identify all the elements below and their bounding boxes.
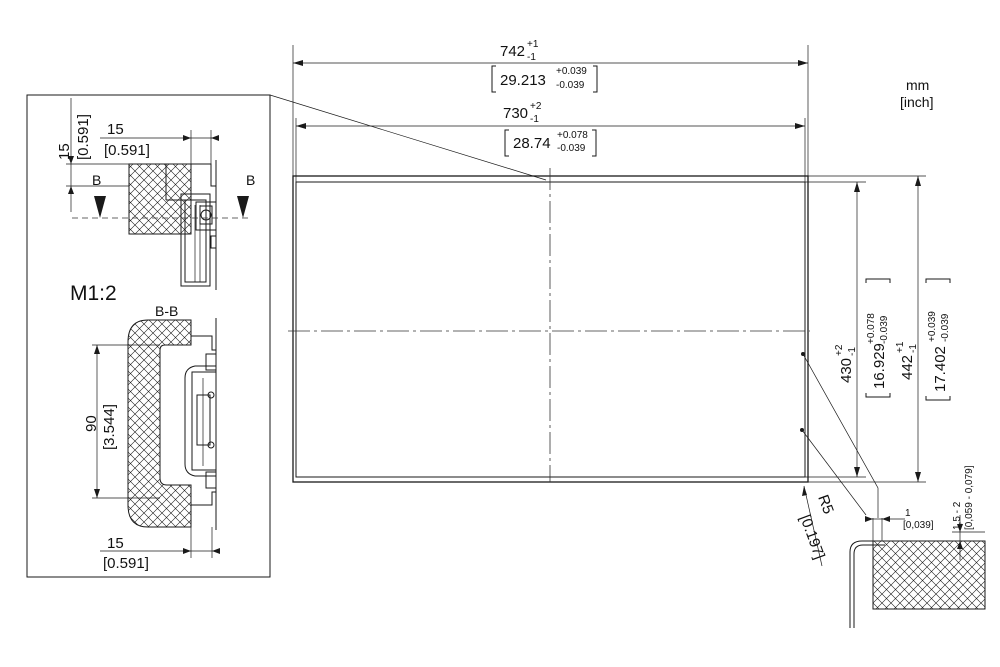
section-width-value: 15 <box>107 535 124 552</box>
svg-text:+0.078: +0.078 <box>557 130 588 141</box>
svg-text:-0.039: -0.039 <box>879 315 890 344</box>
svg-text:+0.039: +0.039 <box>927 311 938 342</box>
gap-value: 1,5 - 2 <box>952 501 963 530</box>
inner-width-inch: 28.74 <box>513 135 551 152</box>
section-width-inch: [0.591] <box>103 555 149 572</box>
dimension-inner-width: 730 +2 -1 28.74 +0.078 -0.039 <box>295 101 806 182</box>
section-label: B-B <box>155 303 178 319</box>
section-marker-left: B <box>92 172 101 188</box>
section-marker-right: B <box>246 172 255 188</box>
detail-panel: M1:2 B B <box>26 94 547 578</box>
svg-text:+0.039: +0.039 <box>556 66 587 77</box>
detail-callout-leader <box>269 94 547 181</box>
svg-text:+1: +1 <box>527 39 539 50</box>
units-secondary: [inch] <box>900 94 933 110</box>
inner-height-inch: 16.929 <box>871 343 888 389</box>
svg-text:-0.039: -0.039 <box>940 313 951 342</box>
section-height-inch: [3.544] <box>101 404 118 450</box>
corner-height-value: 15 <box>56 143 73 160</box>
detail-offset-value: 1 <box>905 508 911 519</box>
dimension-outer-width: 742 +1 -1 29.213 +0.039 -0.039 <box>292 39 809 176</box>
inner-panel <box>295 181 806 478</box>
section-height-value: 90 <box>83 415 100 432</box>
radius-inch: [0.197] <box>796 513 828 562</box>
edge-detail: 1 [0,039] 1,5 - 2 [0,059 - 0,079] <box>849 465 986 628</box>
front-view <box>288 168 810 483</box>
outer-height-value: 442 <box>899 355 916 380</box>
corner-width-inch: [0.591] <box>104 142 150 159</box>
svg-text:-1: -1 <box>527 52 536 63</box>
svg-text:-1: -1 <box>847 347 858 356</box>
detail-panel-frame <box>26 94 271 578</box>
scale-label: M1:2 <box>70 282 117 305</box>
leader-line-lower <box>801 429 867 516</box>
corner-detail: B B 15 [0.591] 15 [0.591] <box>56 98 255 290</box>
svg-text:-0.039: -0.039 <box>557 143 586 154</box>
svg-text:+1: +1 <box>895 341 906 353</box>
outer-width-inch: 29.213 <box>500 72 546 89</box>
radius-value: R5 <box>814 493 837 517</box>
outer-height-inch: 17.402 <box>932 346 949 392</box>
corner-height-inch: [0.591] <box>75 114 92 160</box>
svg-text:+2: +2 <box>834 344 845 356</box>
outer-width-value: 742 <box>500 43 525 60</box>
outer-frame <box>292 175 809 483</box>
inner-width-value: 730 <box>503 105 528 122</box>
svg-text:+2: +2 <box>530 101 542 112</box>
svg-text:-1: -1 <box>530 114 539 125</box>
dimension-inner-height: 430 +2 -1 16.929 +0.078 -0.039 <box>805 181 891 478</box>
detail-offset-inch: [0,039] <box>903 520 934 531</box>
svg-text:+0.078: +0.078 <box>866 313 877 344</box>
gap-inch: [0,059 - 0,079] <box>964 465 975 530</box>
radius-callout: R5 [0.197] <box>796 485 837 567</box>
units-primary: mm <box>906 77 929 93</box>
inner-height-value: 430 <box>838 358 855 383</box>
leader-line-upper <box>802 353 879 518</box>
corner-width-value: 15 <box>107 121 124 138</box>
svg-text:-1: -1 <box>908 344 919 353</box>
svg-text:-0.039: -0.039 <box>556 80 585 91</box>
section-bb: B-B 90 [3.544] <box>83 303 220 572</box>
dimension-outer-height: 442 +1 -1 17.402 +0.039 -0.039 <box>808 175 951 483</box>
